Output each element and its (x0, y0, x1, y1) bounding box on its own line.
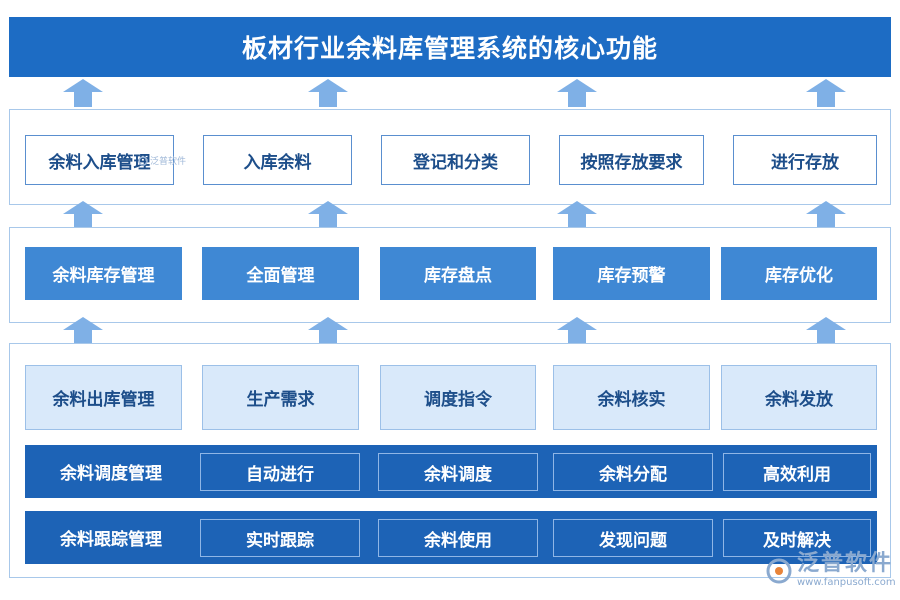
top-box-4: 按照存放要求 (559, 135, 704, 185)
dispatch-cell-3: 余料分配 (553, 453, 713, 491)
bottom-box-4: 余料核实 (553, 365, 710, 430)
up-arrow-icon (63, 201, 103, 229)
dispatch-band-label: 余料调度管理 (60, 464, 162, 484)
tracking-cell-3: 发现问题 (553, 519, 713, 557)
dispatch-cell-4: 高效利用 (723, 453, 871, 491)
mid-box-1: 余料库存管理 (25, 247, 182, 300)
top-box-2: 入库余料 (203, 135, 352, 185)
dispatch-cell-2: 余料调度 (378, 453, 538, 491)
mid-box-5: 库存优化 (721, 247, 877, 300)
watermark-small-text: 泛普软件 (150, 157, 187, 167)
up-arrow-icon (557, 79, 597, 107)
up-arrow-icon (806, 79, 846, 107)
top-box-1: 余料入库管理 (25, 135, 174, 185)
up-arrow-icon (63, 317, 103, 345)
tracking-cell-2: 余料使用 (378, 519, 538, 557)
bottom-box-5: 余料发放 (721, 365, 877, 430)
watermark-name: 泛普软件 (797, 551, 894, 576)
dispatch-cell-1: 自动进行 (200, 453, 360, 491)
up-arrow-icon (308, 79, 348, 107)
bottom-box-2: 生产需求 (202, 365, 359, 430)
watermark-small: 泛普软件 (138, 154, 186, 167)
page-title: 板材行业余料库管理系统的核心功能 (9, 17, 891, 77)
tracking-band-label: 余料跟踪管理 (60, 530, 162, 550)
up-arrow-icon (557, 317, 597, 345)
up-arrow-icon (308, 317, 348, 345)
up-arrow-icon (308, 201, 348, 229)
top-box-5: 进行存放 (733, 135, 877, 185)
watermark: 泛普软件 www.fanpusoft.com (765, 553, 896, 588)
mid-box-4: 库存预警 (553, 247, 710, 300)
up-arrow-icon (557, 201, 597, 229)
up-arrow-icon (806, 317, 846, 345)
up-arrow-icon (806, 201, 846, 229)
top-box-3: 登记和分类 (381, 135, 530, 185)
up-arrow-icon (63, 79, 103, 107)
fanpu-logo-icon (766, 558, 792, 583)
fanpu-logo-icon (138, 155, 148, 166)
watermark-url: www.fanpusoft.com (797, 577, 896, 588)
tracking-cell-1: 实时跟踪 (200, 519, 360, 557)
tracking-cell-4: 及时解决 (723, 519, 871, 557)
bottom-box-3: 调度指令 (380, 365, 536, 430)
mid-box-2: 全面管理 (202, 247, 359, 300)
mid-box-3: 库存盘点 (380, 247, 536, 300)
bottom-box-1: 余料出库管理 (25, 365, 182, 430)
